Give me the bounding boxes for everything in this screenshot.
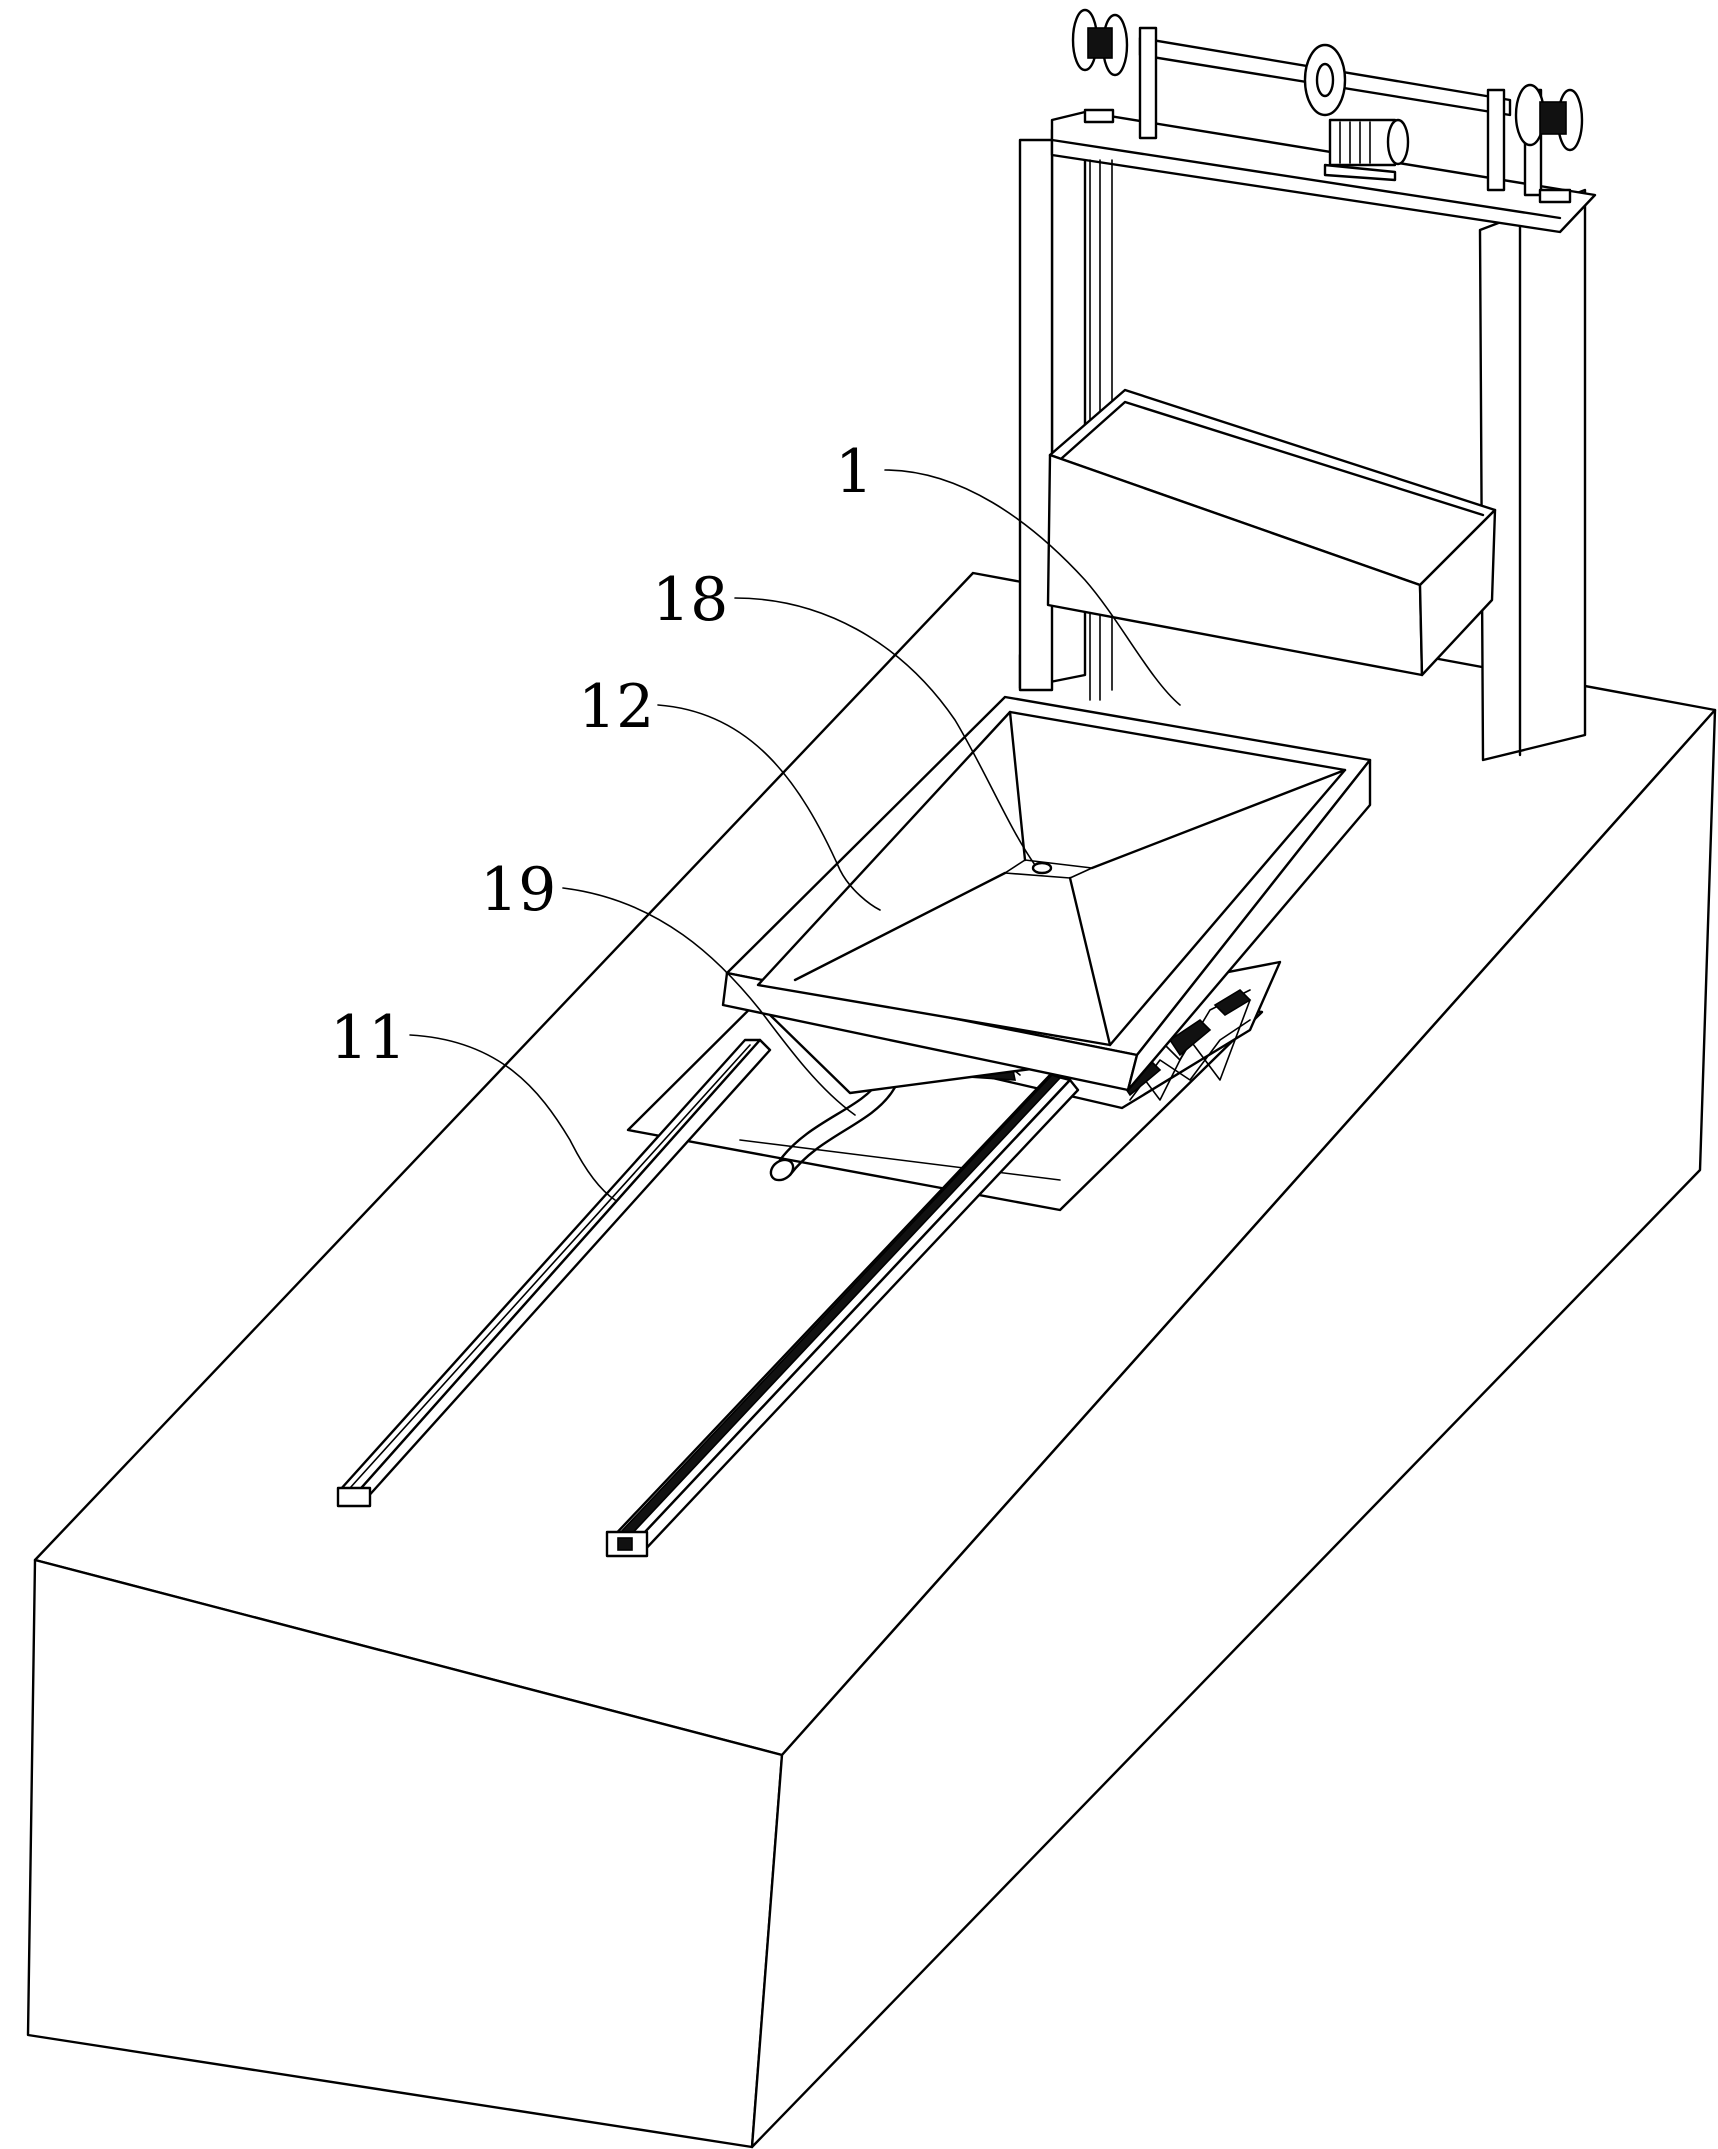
gantry-frame bbox=[1018, 8, 1597, 762]
rail-right bbox=[605, 1073, 1080, 1558]
callout-18: 18 bbox=[652, 565, 728, 635]
leader-11 bbox=[409, 1034, 616, 1201]
motor bbox=[1328, 118, 1397, 167]
callout-labels: 1 18 12 19 11 bbox=[330, 437, 873, 1073]
leader-18 bbox=[734, 597, 1036, 866]
callout-19: 19 bbox=[480, 855, 556, 925]
base-right-face bbox=[750, 708, 1717, 2149]
callout-12: 12 bbox=[578, 672, 654, 742]
rail-left bbox=[336, 1038, 772, 1508]
hopper-tray bbox=[721, 695, 1372, 1095]
right-post bbox=[1478, 188, 1587, 762]
drain-hole bbox=[1031, 861, 1053, 875]
callout-11: 11 bbox=[330, 1003, 406, 1073]
leader-lines bbox=[409, 469, 1181, 1201]
leader-19 bbox=[562, 887, 856, 1116]
leader-12 bbox=[657, 704, 881, 911]
bucket-right bbox=[1418, 508, 1497, 677]
base-block bbox=[26, 571, 1717, 2149]
leader-1 bbox=[884, 469, 1181, 706]
lift-bucket bbox=[1046, 388, 1497, 677]
hopper-right-wall bbox=[1126, 758, 1372, 1092]
top-beam bbox=[1050, 110, 1597, 234]
callout-1: 1 bbox=[835, 437, 873, 507]
